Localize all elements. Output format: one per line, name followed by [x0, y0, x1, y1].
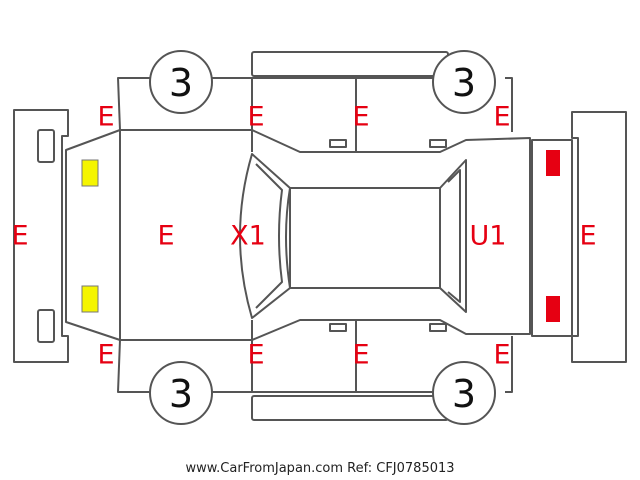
rear-left-light — [546, 150, 560, 176]
windshield-inner — [255, 163, 283, 309]
left-front-door-handle — [329, 139, 347, 148]
footer-reference: www.CarFromJapan.com Ref: CFJ0785013 — [185, 461, 454, 476]
left-side-panels — [117, 77, 513, 152]
wheel-front-left — [149, 50, 213, 114]
rear-glass-outline — [439, 159, 467, 313]
wheel-rear-left — [432, 50, 496, 114]
right-side-panels — [117, 320, 513, 393]
code-rear-glass: U1 — [470, 221, 507, 252]
wheel-rear-right — [432, 361, 496, 425]
code-rear-bumper: E — [579, 221, 596, 252]
code-right-front-fender: E — [97, 340, 114, 371]
right-rear-door-handle — [429, 323, 447, 332]
wheel-front-right — [149, 361, 213, 425]
wheel-front-right-score: 3 — [169, 372, 193, 416]
right-rocker-panel — [251, 395, 449, 421]
code-right-rear-door: E — [352, 340, 369, 371]
front-left-light — [81, 159, 99, 187]
code-hood: E — [157, 221, 174, 252]
windshield-outline — [239, 153, 291, 319]
wheel-front-left-score: 3 — [169, 61, 193, 105]
rear-right-light — [546, 296, 560, 322]
right-front-door-handle — [329, 323, 347, 332]
front-bumper-outline — [13, 109, 69, 363]
body-outline — [65, 129, 531, 341]
rear-glass-inner — [447, 169, 461, 303]
front-left-tow-hook — [37, 129, 55, 163]
front-right-light — [81, 285, 99, 313]
wheel-rear-right-score: 3 — [452, 372, 476, 416]
rear-left-light-housing — [531, 139, 573, 337]
roof-outline — [289, 187, 441, 289]
wheel-rear-left-score: 3 — [452, 61, 476, 105]
code-left-front-door: E — [247, 102, 264, 133]
code-right-front-door: E — [247, 340, 264, 371]
code-left-rear-quarter: E — [493, 102, 510, 133]
code-right-rear-quarter: E — [493, 340, 510, 371]
code-left-rear-door: E — [352, 102, 369, 133]
code-windshield: X1 — [230, 221, 266, 252]
code-left-front-fender: E — [97, 102, 114, 133]
left-rocker-panel — [251, 51, 449, 77]
left-rear-door-handle — [429, 139, 447, 148]
front-right-tow-hook — [37, 309, 55, 343]
code-front-bumper: E — [11, 221, 28, 252]
